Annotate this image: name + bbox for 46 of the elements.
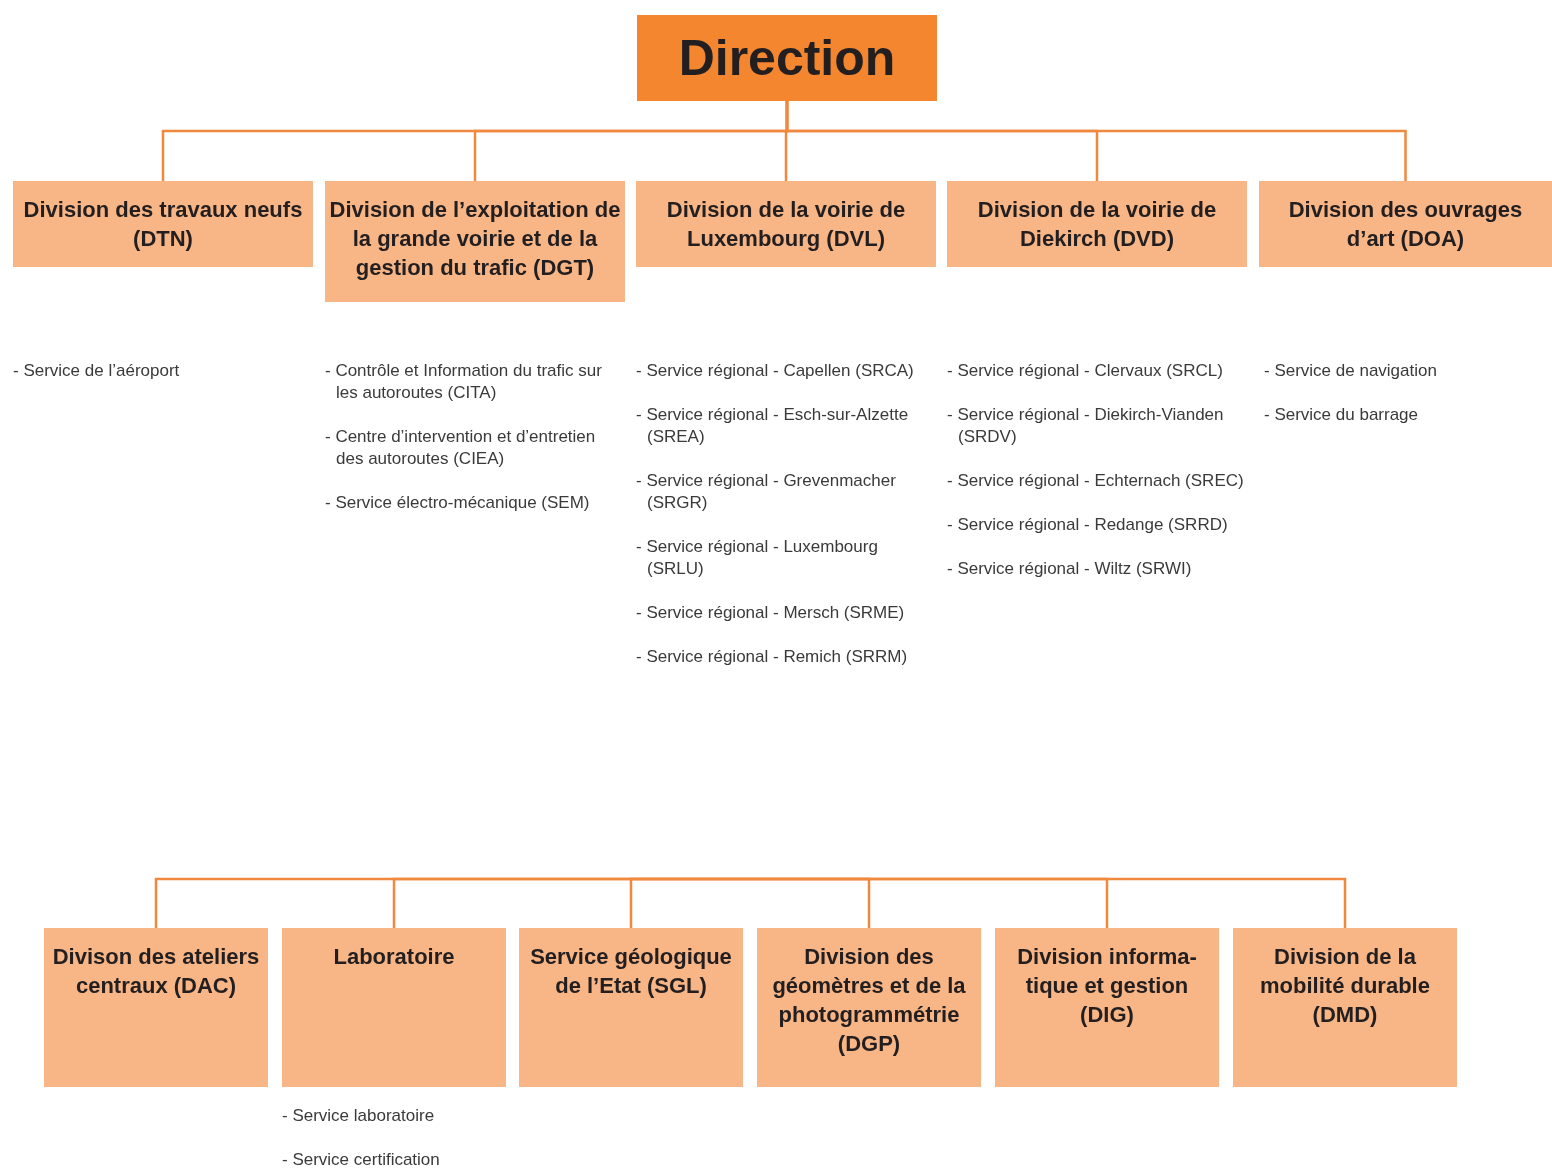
division-title: Division des géomètres et de la photogrammétrie (DGP) (771, 943, 967, 1058)
service-item: - Centre d’intervention et d’entretien des autoroutes (CIEA) (325, 426, 597, 470)
service-item: - Service régional - Diekirch-Vianden (SRDV) (947, 404, 1225, 448)
division-box (1233, 928, 1457, 1087)
service-item: - Service régional - Grevenmacher (SRGR) (636, 470, 897, 514)
service-item: - Service régional - Remich (SRRM) (636, 646, 909, 668)
division-box (947, 181, 1247, 267)
service-item: - Service de navigation (1264, 360, 1438, 382)
division-title: Division informa-tique et gestion (DIG) (1016, 943, 1198, 1029)
division-title: Laboratoire (333, 943, 455, 971)
service-item: - Service certification (282, 1149, 441, 1171)
service-item: - Service régional - Redange (SRRD) (947, 514, 1229, 536)
service-item: - Service régional - Esch-sur-Alzette (SREA) (636, 404, 910, 448)
service-item: - Service régional - Luxembourg (SRLU) (636, 536, 879, 580)
division-title: Division de la mobilité durable (DMD) (1259, 943, 1431, 1029)
division-box (325, 181, 625, 302)
division-box (44, 928, 268, 1087)
service-item: - Service régional - Echternach (SREC) (947, 470, 1245, 492)
service-item: - Service régional - Mersch (SRME) (636, 602, 906, 624)
division-title: Division de la voirie de Luxembourg (DVL) (665, 196, 907, 253)
division-title: Divison des ateliers centraux (DAC) (51, 943, 261, 1000)
service-item: - Service de l’aéroport (13, 360, 181, 382)
service-item: - Service régional - Clervaux (SRCL) (947, 360, 1224, 382)
direction-box (637, 15, 937, 101)
division-title: Division de l’exploitation de la grande voirie et de la gestion du trafic (DGT) (329, 196, 621, 282)
connector-line (749, 877, 1347, 928)
division-title: Service géologique de l’Etat (SGL) (529, 943, 733, 1000)
service-item: - Service électro-mécanique (SEM) (325, 492, 591, 514)
division-title: Division des ouvrages d’art (DOA) (1287, 196, 1524, 253)
service-item: - Service régional - Capellen (SRCA) (636, 360, 915, 382)
connector-line (629, 877, 749, 928)
service-item: - Service régional - Wiltz (SRWI) (947, 558, 1193, 580)
division-box (282, 928, 506, 1087)
connector-line (785, 101, 1407, 181)
division-title: Division de la voirie de Diekirch (DVD) (976, 196, 1218, 253)
division-box (13, 181, 313, 267)
division-title: Division des travaux neufs (DTN) (22, 196, 304, 253)
service-item: - Service laboratoire (282, 1105, 436, 1127)
division-box (519, 928, 743, 1087)
service-item: - Contrôle et Information du trafic sur les autoroutes (CITA) (325, 360, 603, 404)
service-item: - Service du barrage (1264, 404, 1420, 426)
division-box (995, 928, 1219, 1087)
division-box (757, 928, 981, 1087)
division-box (1259, 181, 1552, 267)
division-box (636, 181, 936, 267)
division-title: Direction (678, 33, 896, 83)
